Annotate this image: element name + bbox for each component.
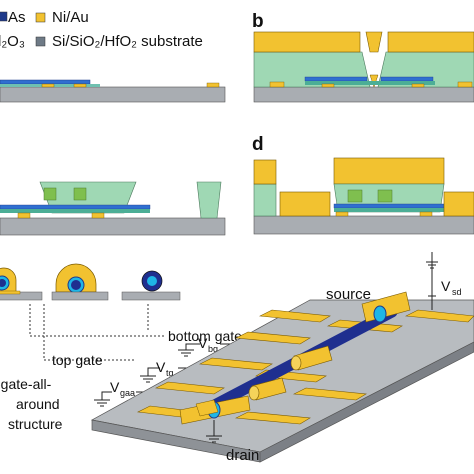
panel-a-electrode-1	[41, 83, 55, 88]
cross-section-gate-all-around	[121, 270, 181, 301]
panel-c-electrode-2	[91, 212, 105, 219]
gate-strip-7	[258, 309, 331, 323]
legend-swatch-niau	[35, 12, 46, 23]
panel-d-resist-left	[253, 183, 277, 217]
leader-lines	[29, 304, 164, 361]
panel-b-substrate	[253, 86, 474, 103]
label-source: source	[326, 286, 371, 303]
gate-strip-9	[404, 309, 474, 323]
panel-b-electrode-4	[457, 81, 473, 88]
panel-d-substrate	[253, 215, 474, 235]
gate-strip-5	[198, 357, 273, 371]
svg-text:gaa: gaa	[120, 388, 135, 398]
gate-strip-2	[234, 411, 311, 425]
cross-section-top-gate	[51, 263, 109, 301]
panel-b-gold-right	[387, 31, 474, 53]
legend-label-al2o3: l₂O₃	[0, 33, 25, 50]
panel-b-gold-left	[253, 31, 361, 53]
panel-b-electrode-1	[269, 81, 285, 88]
panel-d-oxide	[334, 208, 444, 212]
leader-bottom-gate	[29, 304, 164, 337]
leader-top-gate	[43, 304, 134, 361]
vsd-source: V sd	[426, 252, 462, 310]
legend-label-as: As	[8, 9, 26, 26]
gaa-gate	[248, 377, 287, 401]
panel-b-electrode-3	[411, 83, 425, 88]
cross-section-bottom-gate	[0, 267, 43, 301]
panel-d-gate-1	[347, 189, 363, 203]
legend-swatch-substrate	[35, 36, 46, 47]
svg-text:bg: bg	[208, 344, 218, 354]
panel-d-gold-center-top	[333, 157, 445, 185]
legend-swatch-as	[0, 11, 8, 22]
gate-strip-3	[154, 381, 225, 395]
legend-label-substrate: Si/SiO₂/HfO₂ substrate	[52, 33, 203, 50]
svg-text:V: V	[198, 335, 208, 351]
panel-c-gate-2	[73, 187, 87, 201]
panel-c-resist-right	[196, 181, 222, 219]
panel-c-diagram	[0, 181, 226, 236]
panel-d-nanowire	[333, 203, 445, 209]
panel-d-gold-left-top	[253, 159, 277, 185]
svg-text:tg: tg	[166, 368, 174, 378]
panel-d-diagram	[253, 157, 474, 235]
device-substrate-side	[259, 341, 474, 463]
panel-b-nanowire-left	[304, 76, 368, 82]
label-gaa-line-2: around	[16, 396, 60, 412]
svg-text:sd: sd	[452, 287, 462, 297]
legend-label-niau: Ni/Au	[52, 9, 89, 26]
panel-a-nanowire	[0, 79, 91, 85]
panel-c-oxide	[0, 209, 150, 213]
panel-a-electrode-3	[206, 82, 220, 88]
panel-d-gate-2	[377, 189, 393, 203]
panel-b-electrode-2	[321, 83, 335, 88]
svg-text:V: V	[441, 278, 451, 294]
panel-a-electrode-2	[73, 83, 87, 88]
panel-d-electrode-1	[335, 211, 349, 217]
panel-c-gate-1	[43, 187, 57, 201]
panel-a-substrate	[0, 86, 226, 103]
drain-ground	[206, 420, 222, 443]
panel-c-electrode-1	[17, 212, 31, 219]
label-gaa-line-3: structure	[8, 416, 63, 432]
panel-c-substrate	[0, 217, 226, 236]
panel-b-oxide	[305, 81, 435, 85]
panel-d-gold-right-pad	[443, 191, 474, 217]
label-drain: drain	[226, 447, 259, 464]
svg-text:V: V	[110, 379, 120, 395]
legend: As Ni/Au l₂O₃ Si/SiO₂/HfO₂ substrate	[0, 9, 203, 50]
device-3d	[90, 291, 474, 463]
contact-pad-left	[195, 399, 219, 417]
panel-d-gold-left-pad	[279, 191, 331, 217]
source-contact	[361, 291, 411, 323]
panel-label-d: d	[252, 134, 264, 155]
panel-b-nanowire-right	[380, 76, 434, 82]
panel-b-diagram	[253, 31, 474, 103]
label-gaa-line-1: -gate-all-	[0, 376, 52, 392]
gate-strip-10	[292, 387, 367, 401]
svg-text:V: V	[156, 359, 166, 375]
top-gate-cylinder	[290, 345, 333, 371]
panel-a-diagram	[0, 79, 226, 103]
label-top-gate: top gate	[52, 352, 103, 368]
panel-d-electrode-2	[419, 211, 433, 217]
label-bottom-gate: bottom gate	[168, 328, 242, 344]
panel-b-gold-mid	[365, 31, 383, 53]
panel-c-nanowire	[0, 204, 151, 210]
panel-label-b: b	[252, 11, 264, 32]
gate-strip-6	[234, 331, 311, 345]
